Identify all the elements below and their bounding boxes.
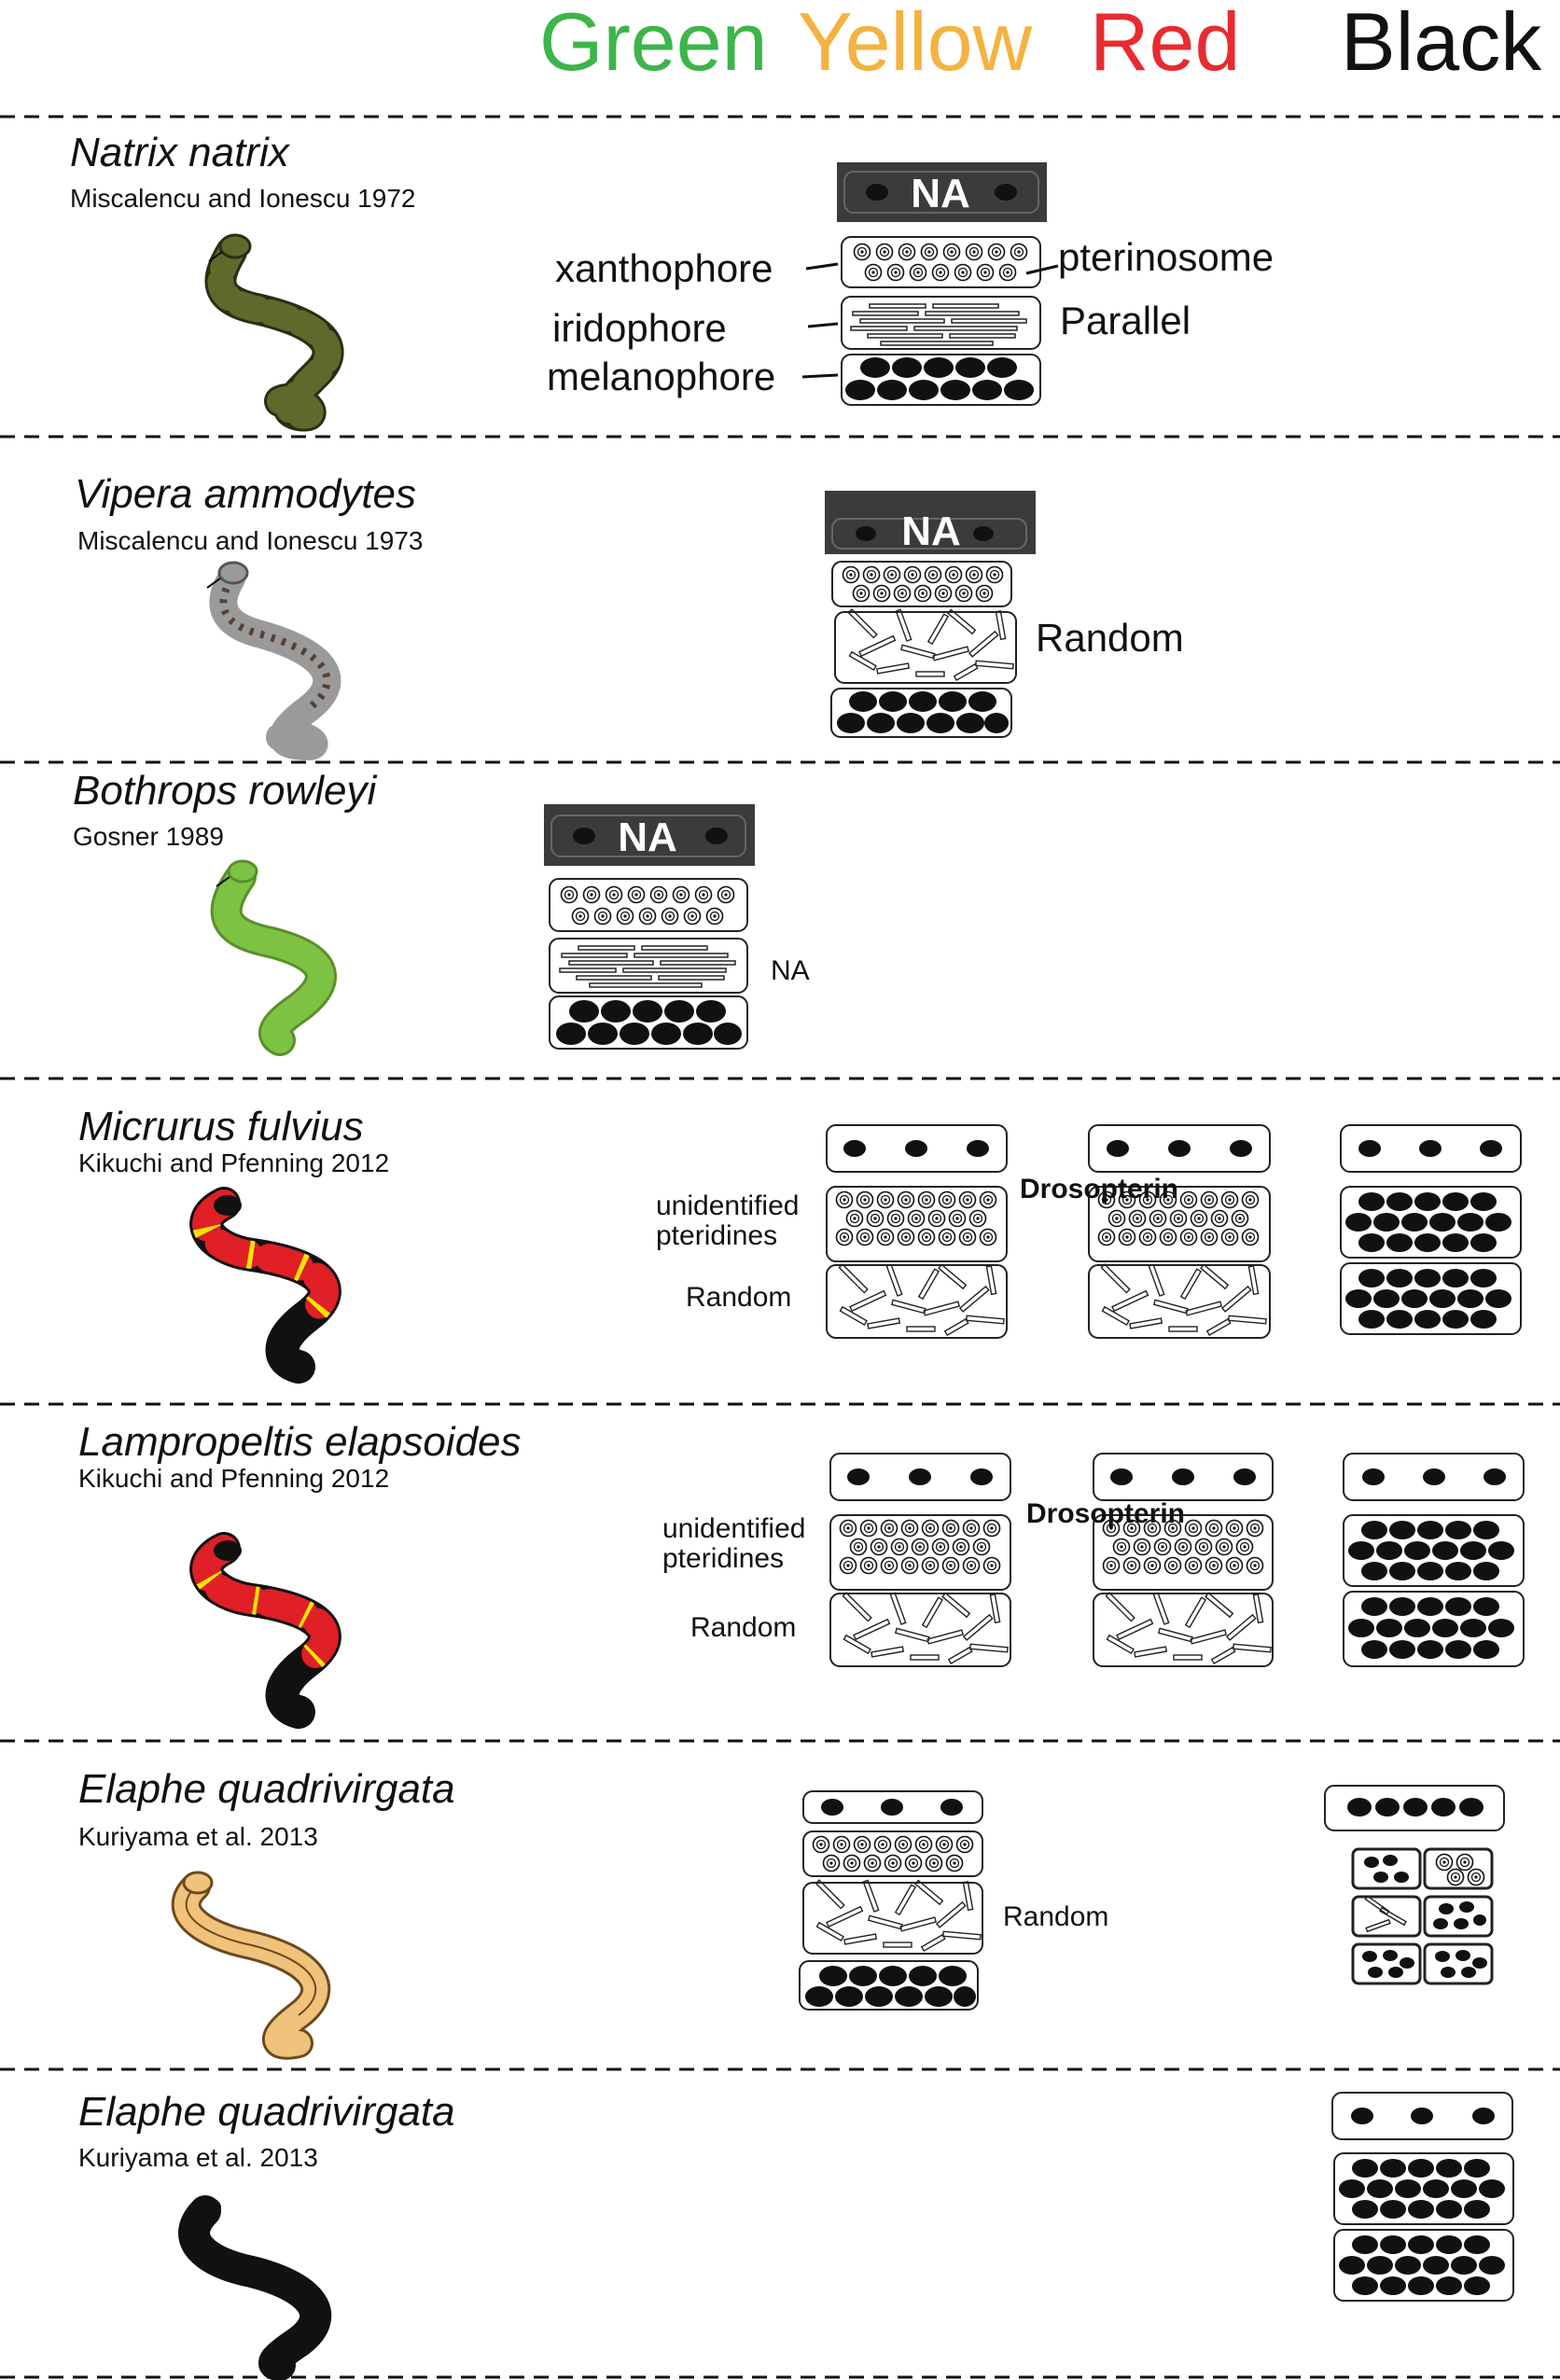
na-label: NA — [911, 171, 970, 216]
melanophore-layer — [549, 995, 748, 1050]
xanthophore-leader — [805, 262, 839, 271]
species-name: Bothrops rowleyi — [73, 768, 377, 814]
random-label: Random — [1036, 616, 1184, 660]
na-layer: NA — [544, 804, 755, 866]
black-column-stack — [1343, 1453, 1525, 1667]
author: Miscalencu and Ionescu 1973 — [77, 526, 423, 555]
drosopterin-label: Drosopterin — [1026, 1498, 1185, 1529]
iridophore-leader — [807, 322, 839, 328]
species-name: Elaphe quadrivirgata — [78, 1766, 455, 1812]
melanophore-label: melanophore — [547, 355, 775, 398]
species-name: Elaphe quadrivirgata — [78, 2089, 455, 2135]
cell-stack-vipera-ammodytes: NA Random — [825, 491, 1184, 738]
green-snake-icon — [210, 859, 337, 1056]
header-yellow: Yellow — [798, 0, 1033, 88]
mixed-cell-grid — [1351, 1847, 1494, 1985]
melanophore-layer — [841, 354, 1041, 406]
iridophore-layer-parallel — [841, 296, 1041, 350]
author: Kuriyama et al. 2013 — [78, 2143, 318, 2172]
xanthophore-layer — [841, 236, 1041, 288]
author: Kikuchi and Pfenning 2012 — [78, 1464, 389, 1493]
species-name: Natrix natrix — [70, 130, 291, 175]
cell-stack-bothrops-rowleyi: NA NA — [544, 804, 810, 1050]
random-label: Random — [690, 1612, 796, 1643]
iridophore-layer-parallel — [549, 938, 748, 994]
header-black: Black — [1341, 0, 1542, 88]
yellow-column-stack: Random — [799, 1790, 1108, 2011]
author: Kuriyama et al. 2013 — [78, 1822, 318, 1851]
species-name: Lampropeltis elapsoides — [78, 1419, 522, 1465]
yellow-column-stack — [829, 1453, 1011, 1667]
iridophore-label: iridophore — [552, 306, 727, 350]
gray-viper-icon — [206, 561, 341, 761]
header-red: Red — [1090, 0, 1240, 88]
melanophore-layer — [830, 688, 1012, 738]
cell-stacks-elaphe-striped: Random — [799, 1785, 1505, 2011]
na-label: NA — [618, 814, 677, 860]
species-name: Vipera ammodytes — [75, 471, 416, 517]
random-label: Random — [686, 1282, 791, 1313]
na-layer: NA — [837, 162, 1047, 222]
cell-stack-natrix-natrix: NA xanth — [547, 162, 1274, 406]
red-column-stack: Drosopterin — [1026, 1453, 1274, 1667]
pterinosome-label: pterinosome — [1058, 235, 1274, 279]
olive-banded-snake-icon — [204, 233, 344, 432]
iridophore-layer-random — [834, 608, 1017, 684]
author: Gosner 1989 — [73, 822, 224, 851]
drosopterin-label: Drosopterin — [1020, 1174, 1178, 1204]
xanthophore-label: xanthophore — [555, 246, 773, 290]
pterinosome-leader — [1025, 264, 1059, 275]
yellow-column-stack — [826, 1124, 1008, 1339]
xanthophore-layer — [549, 878, 748, 932]
parallel-label: Parallel — [1060, 299, 1191, 342]
black-snake-icon — [178, 2195, 332, 2380]
cell-stack-elaphe-black — [1331, 2092, 1514, 2302]
random-label: Random — [1003, 1901, 1108, 1932]
xanthophore-layer — [831, 561, 1012, 607]
black-column-stack — [1340, 1124, 1522, 1335]
black-column-stack — [1324, 1785, 1505, 1985]
red-column-stack: Drosopterin — [1020, 1124, 1271, 1339]
na-layer: NA — [825, 491, 1036, 554]
header-green: Green — [539, 0, 768, 88]
melanophore-leader — [801, 373, 839, 379]
striped-snake-icon — [171, 1871, 331, 2060]
na-label: NA — [901, 508, 961, 554]
kingsnake-icon — [189, 1532, 341, 1729]
author: Miscalencu and Ionescu 1972 — [70, 184, 415, 213]
coral-snake-icon — [189, 1187, 341, 1384]
row-dividers — [0, 115, 1560, 2379]
na-side-label: NA — [771, 955, 810, 986]
species-name: Micrurus fulvius — [78, 1104, 364, 1149]
author: Kikuchi and Pfenning 2012 — [78, 1148, 389, 1177]
